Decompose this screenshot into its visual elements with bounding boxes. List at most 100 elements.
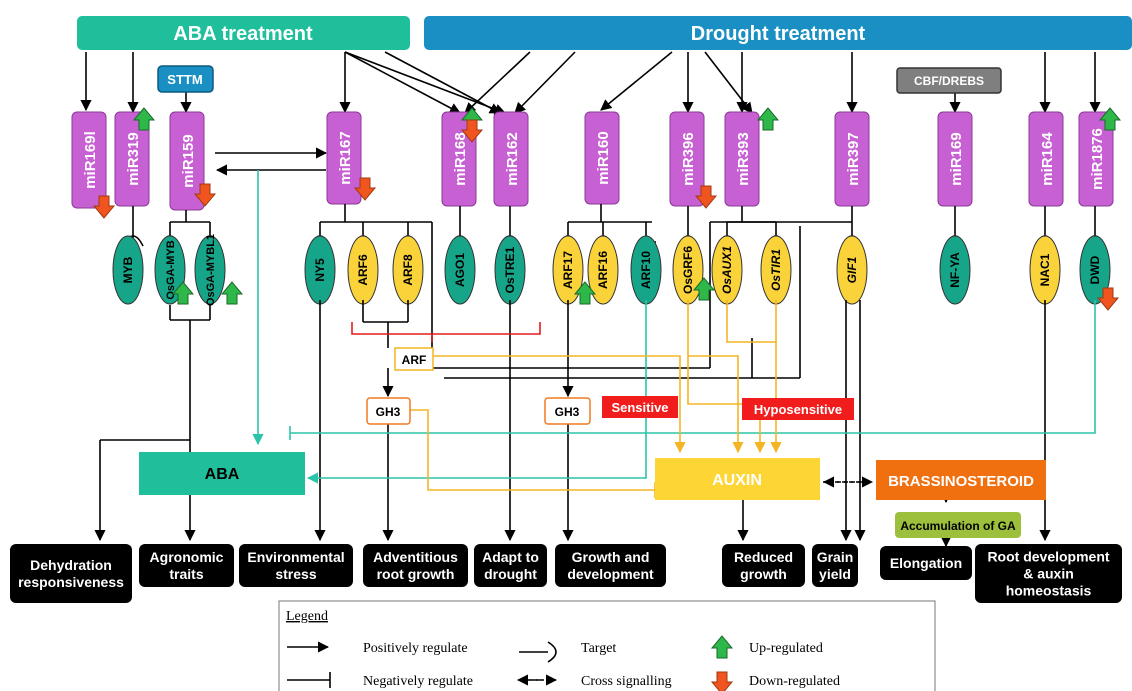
outcome-box: Elongation xyxy=(880,546,972,580)
brassinosteroid-box xyxy=(876,460,1046,500)
legend-positive-label: Positively regulate xyxy=(363,641,468,656)
target-nac1: NAC1 xyxy=(1029,235,1061,305)
outcome-label: Environmental xyxy=(247,549,344,565)
mir319-up-icon xyxy=(132,107,156,131)
target-osga-myb: OsGA-MYB xyxy=(154,235,186,305)
outcome-label: Elongation xyxy=(890,555,962,571)
mirna-mir1876: miR1876 xyxy=(1078,111,1114,207)
sensitive-box xyxy=(602,396,678,418)
hyposensitive-box xyxy=(742,398,854,420)
up-arrow-icon xyxy=(710,635,734,659)
mirna-mir397: miR397 xyxy=(834,111,870,207)
mirna-mir319: miR319 xyxy=(114,111,150,207)
legend-up-label: Up-regulated xyxy=(749,641,823,656)
cbf-drebs-label: CBF/DREBS xyxy=(914,74,984,88)
mirna-label: miR1876 xyxy=(1089,128,1106,190)
mirna-mir160: miR160 xyxy=(584,111,620,205)
target-arf10: ARF10 xyxy=(630,235,662,305)
target-label: MYB xyxy=(121,256,135,283)
arf-label: ARF xyxy=(402,353,427,367)
mir168-down-icon xyxy=(460,119,484,143)
mirna-label: miR397 xyxy=(845,132,862,185)
target-label: OsTRE1 xyxy=(503,246,517,293)
myb-branch-lines xyxy=(94,300,1051,548)
treatment-arrows xyxy=(80,51,1101,115)
outcome-label: root growth xyxy=(377,566,455,582)
osga-mybl1-up-icon xyxy=(220,281,244,305)
target-label: ARF6 xyxy=(356,254,370,286)
target-ostre1: OsTRE1 xyxy=(494,235,526,305)
aba-label: ABA xyxy=(205,466,240,483)
target-label: OsTIR1 xyxy=(769,249,783,291)
auxin-label: AUXIN xyxy=(712,472,762,489)
legend-cross-label: Cross signalling xyxy=(581,674,672,689)
arf-bracket xyxy=(351,322,541,342)
target-label: NY5 xyxy=(313,258,327,282)
aba-treatment-label: ABA treatment xyxy=(173,23,313,45)
target-arf6: ARF6 xyxy=(347,235,379,305)
sttm-box xyxy=(157,65,214,93)
mirna-mir167: miR167 xyxy=(326,111,362,205)
cbf-drebs-box xyxy=(896,67,1002,94)
mirna-mir168: miR168 xyxy=(441,111,477,207)
target-label: OsAUX1 xyxy=(720,246,734,294)
mir1876-up-icon xyxy=(1098,107,1122,131)
mir159-down-icon xyxy=(193,183,217,207)
hyposensitive-label: Hyposensitive xyxy=(754,402,842,417)
mirna-label: miR168 xyxy=(452,132,469,185)
target-gif1: GIF1 xyxy=(836,235,868,305)
outcome-label: homeostasis xyxy=(1006,583,1092,599)
target-label: OsGA-MYB xyxy=(165,240,177,299)
target-arf16: ARF16 xyxy=(587,235,619,305)
mirna-mir162: miR162 xyxy=(493,111,529,207)
mirna-label: miR164 xyxy=(1039,132,1056,186)
outcome-label: Dehydration xyxy=(30,557,112,573)
aba-box xyxy=(139,452,305,495)
outcome-label: Grain xyxy=(817,549,854,565)
target-ostir1: OsTIR1 xyxy=(760,235,792,305)
mirna-mir169: miR169 xyxy=(937,111,973,207)
osga-myb-up-icon xyxy=(171,281,195,305)
sensitive-label: Sensitive xyxy=(611,400,668,415)
ga-accumulation-box xyxy=(895,512,1021,538)
mirna-mir164: miR164 xyxy=(1028,111,1064,207)
arf-box xyxy=(394,347,434,371)
target-label: AGO1 xyxy=(453,253,467,287)
mirna-mir169l: miR169l xyxy=(71,111,107,209)
gh3-label-a: GH3 xyxy=(376,405,401,419)
outcome-label: Reduced xyxy=(734,549,793,565)
outcome-label: Adventitious xyxy=(373,549,458,565)
drought-treatment-bar xyxy=(424,16,1132,50)
mirna-label: miR160 xyxy=(595,131,612,184)
osgrf6-up-icon xyxy=(692,277,716,301)
outcome-label: yield xyxy=(819,566,851,582)
target-nf-ya: NF-YA xyxy=(939,235,971,305)
mirna-label: miR169 xyxy=(948,132,965,185)
mir167-down-icon xyxy=(353,177,377,201)
mir396-down-icon xyxy=(694,185,718,209)
target-label: ARF16 xyxy=(596,251,610,289)
target-osga-mybl1: OsGA-MYBL1 xyxy=(194,234,226,306)
legend-title: Legend xyxy=(286,609,328,624)
target-label: OsGA-MYBL1 xyxy=(205,234,217,306)
mirna-label: miR169l xyxy=(82,131,99,189)
sttm-label: STTM xyxy=(167,72,202,87)
mirna-label: miR162 xyxy=(504,132,521,185)
mir169l-down-icon xyxy=(92,195,116,219)
outcome-label: traits xyxy=(169,566,203,582)
target-label: ARF17 xyxy=(561,251,575,289)
mirna-label: miR167 xyxy=(337,131,354,184)
mirna-label: miR159 xyxy=(180,134,197,187)
target-label: NF-YA xyxy=(948,252,962,288)
target-label: GIF1 xyxy=(845,256,859,283)
drought-treatment-label: Drought treatment xyxy=(691,23,866,45)
outcome-label: Adapt to xyxy=(482,549,539,565)
